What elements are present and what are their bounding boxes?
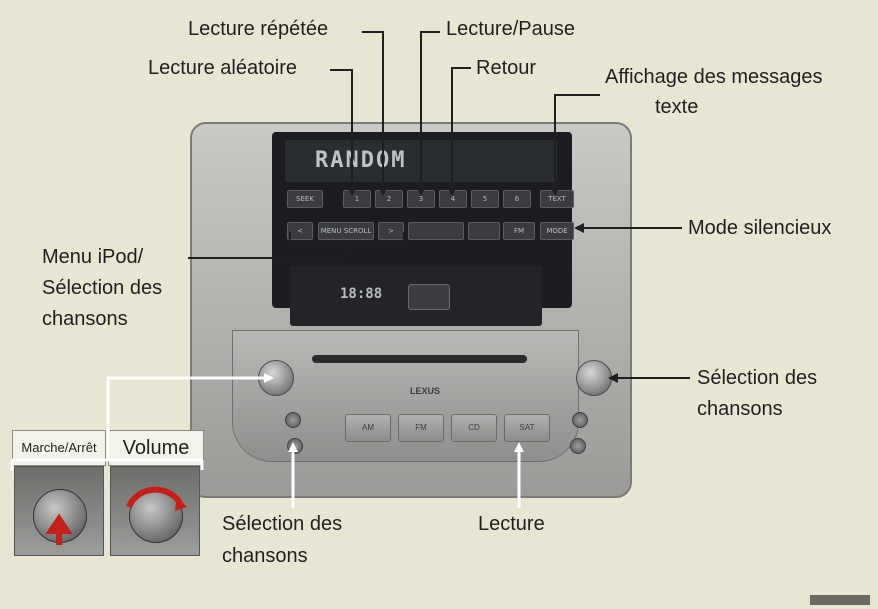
- label-mode-silencieux: Mode silencieux: [688, 217, 832, 239]
- label-menu-ipod-line1: Menu iPod/: [42, 246, 144, 268]
- mute-mode-button[interactable]: MODE: [540, 222, 574, 240]
- label-lecture: Lecture: [478, 513, 545, 535]
- label-selection-bottom-line1: Sélection des: [222, 513, 343, 535]
- label-lecture-repetee: Lecture répétée: [188, 18, 329, 40]
- label-lecture-aleatoire: Lecture aléatoire: [148, 57, 297, 79]
- menu-prev-button[interactable]: <: [287, 222, 313, 240]
- label-lecture-pause: Lecture/Pause: [446, 18, 575, 40]
- clock-readout: 18:88: [340, 286, 383, 302]
- tune-select-knob[interactable]: [576, 360, 612, 396]
- cd-slot: [312, 355, 527, 363]
- blank-button-2[interactable]: [468, 222, 500, 240]
- radio-lcd-text: RANDOM: [315, 148, 407, 173]
- hazard-button[interactable]: [408, 284, 450, 310]
- label-selection-right-line2: chansons: [697, 398, 783, 420]
- power-volume-inset: Marche/Arrêt Volume: [12, 430, 204, 556]
- label-retour: Retour: [476, 57, 537, 79]
- label-selection-bottom-line2: chansons: [222, 545, 308, 567]
- right-small-knob-2[interactable]: [570, 438, 586, 454]
- menu-next-button[interactable]: >: [378, 222, 404, 240]
- label-menu-ipod-line2: Sélection des: [42, 277, 163, 299]
- left-small-knob[interactable]: [285, 412, 301, 428]
- seek-button[interactable]: SEEK: [287, 190, 323, 208]
- brand-logo: LEXUS: [410, 386, 441, 396]
- preset-1-button[interactable]: 1: [343, 190, 371, 208]
- volume-turn-photo: [110, 466, 200, 556]
- label-selection-right-line1: Sélection des: [697, 367, 818, 389]
- label-affichage-line1: Affichage des messages: [605, 66, 823, 88]
- label-menu-ipod-line3: chansons: [42, 308, 128, 330]
- rotate-arrow-icon: [126, 486, 187, 511]
- right-small-knob[interactable]: [572, 412, 588, 428]
- preset-5-button[interactable]: 5: [471, 190, 499, 208]
- am-button[interactable]: AM: [345, 414, 391, 442]
- power-press-photo: [14, 466, 104, 556]
- press-arrow-icon: [45, 513, 73, 545]
- blank-button[interactable]: [408, 222, 464, 240]
- reference-badge: [810, 595, 870, 605]
- fm-button[interactable]: FM: [503, 222, 535, 240]
- sat-button[interactable]: SAT: [504, 414, 550, 442]
- preset-2-button[interactable]: 2: [375, 190, 403, 208]
- label-affichage-line2: texte: [655, 96, 699, 118]
- menu-scroll-button[interactable]: MENU SCROLL: [318, 222, 374, 240]
- cd-button[interactable]: CD: [451, 414, 497, 442]
- preset-6-button[interactable]: 6: [503, 190, 531, 208]
- fm-preset-button[interactable]: FM: [398, 414, 444, 442]
